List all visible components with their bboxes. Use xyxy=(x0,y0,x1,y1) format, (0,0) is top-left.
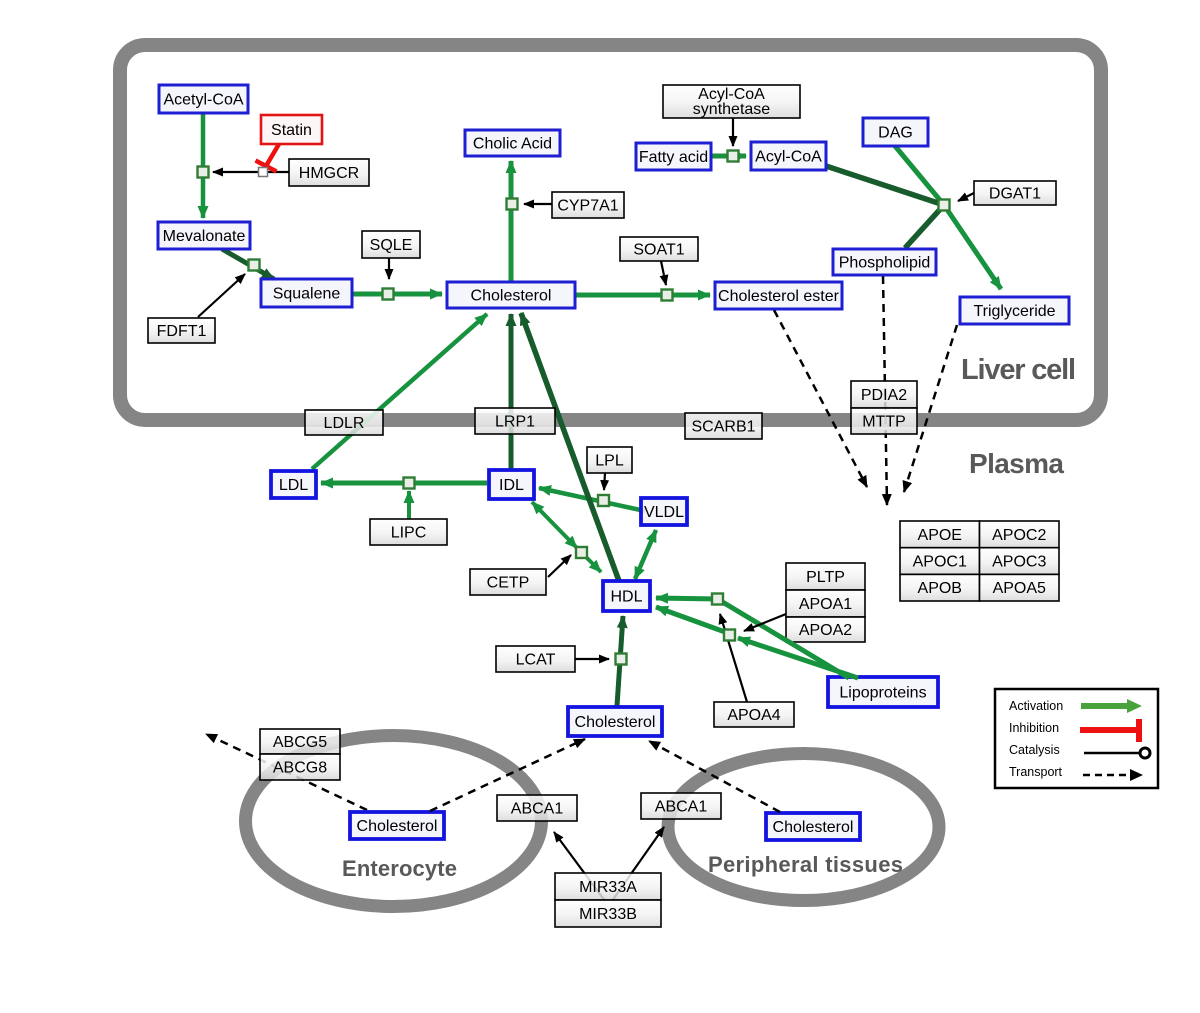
svg-text:ABCA1: ABCA1 xyxy=(655,799,708,816)
svg-text:LIPC: LIPC xyxy=(391,525,427,542)
svg-text:Lipoproteins: Lipoproteins xyxy=(839,685,926,702)
svg-text:APOC3: APOC3 xyxy=(992,554,1046,571)
svg-text:Acyl-CoA: Acyl-CoA xyxy=(755,149,822,166)
svg-text:LPL: LPL xyxy=(595,453,624,470)
svg-text:Inhibition: Inhibition xyxy=(1009,721,1059,735)
svg-text:MIR33A: MIR33A xyxy=(579,879,637,896)
svg-text:Cholesterol: Cholesterol xyxy=(773,819,854,836)
svg-text:APOE: APOE xyxy=(918,527,962,544)
svg-text:Cholesterol ester: Cholesterol ester xyxy=(718,288,840,305)
svg-text:Liver cell: Liver cell xyxy=(961,354,1076,386)
svg-text:ABCA1: ABCA1 xyxy=(511,801,564,818)
svg-text:LRP1: LRP1 xyxy=(495,414,535,431)
svg-text:MIR33B: MIR33B xyxy=(579,906,637,923)
svg-text:Cholesterol: Cholesterol xyxy=(357,818,438,835)
svg-text:IDL: IDL xyxy=(499,477,524,494)
svg-text:LCAT: LCAT xyxy=(516,652,556,669)
svg-text:Enterocyte: Enterocyte xyxy=(342,856,457,881)
svg-text:Acyl-CoA: Acyl-CoA xyxy=(698,86,765,103)
svg-text:Cholesterol: Cholesterol xyxy=(575,714,656,731)
svg-text:Cholesterol: Cholesterol xyxy=(471,288,552,305)
svg-text:Catalysis: Catalysis xyxy=(1009,743,1060,757)
svg-text:APOA5: APOA5 xyxy=(993,580,1046,597)
svg-text:Phospholipid: Phospholipid xyxy=(839,255,931,272)
svg-text:SCARB1: SCARB1 xyxy=(691,419,755,436)
svg-text:APOA1: APOA1 xyxy=(799,596,852,613)
svg-text:Mevalonate: Mevalonate xyxy=(163,228,246,245)
svg-text:Triglyceride: Triglyceride xyxy=(973,303,1055,320)
svg-text:ABCG8: ABCG8 xyxy=(273,760,327,777)
svg-text:PLTP: PLTP xyxy=(806,569,845,586)
svg-text:HDL: HDL xyxy=(610,589,642,606)
svg-text:VLDL: VLDL xyxy=(644,504,684,521)
svg-text:Fatty acid: Fatty acid xyxy=(639,149,708,166)
svg-text:SQLE: SQLE xyxy=(370,237,413,254)
svg-text:LDL: LDL xyxy=(279,477,308,494)
svg-text:APOA4: APOA4 xyxy=(727,707,780,724)
svg-text:DGAT1: DGAT1 xyxy=(989,186,1041,203)
svg-text:Peripheral tissues: Peripheral tissues xyxy=(708,852,903,877)
svg-text:synthetase: synthetase xyxy=(693,101,770,118)
svg-text:MTTP: MTTP xyxy=(862,414,906,431)
svg-text:APOC1: APOC1 xyxy=(913,554,967,571)
svg-text:CYP7A1: CYP7A1 xyxy=(557,198,618,215)
svg-text:APOB: APOB xyxy=(918,580,962,597)
svg-text:Statin: Statin xyxy=(271,122,312,139)
svg-text:DAG: DAG xyxy=(878,125,913,142)
svg-text:Plasma: Plasma xyxy=(969,448,1064,479)
svg-text:APOC2: APOC2 xyxy=(992,527,1046,544)
svg-text:Transport: Transport xyxy=(1009,765,1063,779)
svg-text:Acetyl-CoA: Acetyl-CoA xyxy=(163,92,243,109)
svg-text:PDIA2: PDIA2 xyxy=(861,387,907,404)
svg-text:ABCG5: ABCG5 xyxy=(273,734,327,751)
svg-text:HMGCR: HMGCR xyxy=(299,165,359,182)
svg-text:Cholic Acid: Cholic Acid xyxy=(473,136,552,153)
svg-text:APOA2: APOA2 xyxy=(799,622,852,639)
svg-text:SOAT1: SOAT1 xyxy=(633,242,684,259)
svg-text:FDFT1: FDFT1 xyxy=(157,323,207,340)
svg-text:Squalene: Squalene xyxy=(273,286,341,303)
svg-text:Activation: Activation xyxy=(1009,699,1063,713)
svg-text:CETP: CETP xyxy=(487,575,530,592)
svg-text:LDLR: LDLR xyxy=(324,415,365,432)
